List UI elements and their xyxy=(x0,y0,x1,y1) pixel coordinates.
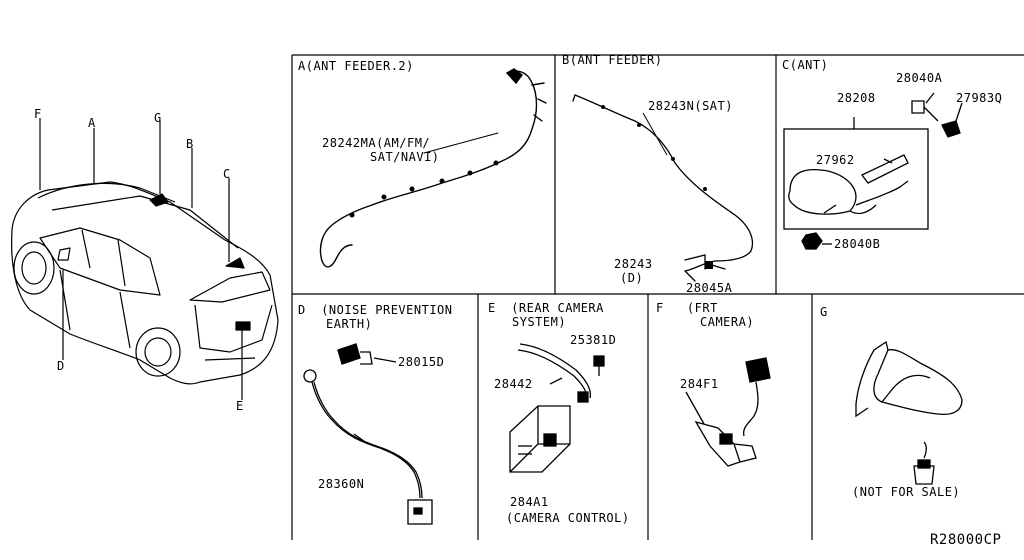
panel-c-title: C(ANT) xyxy=(782,58,829,72)
panel-e-title2: SYSTEM) xyxy=(512,315,567,329)
callout-A: A xyxy=(88,116,96,130)
callout-B: B xyxy=(186,137,194,151)
panel-b-art xyxy=(572,94,754,282)
part-28243N: 28243N(SAT) xyxy=(648,99,733,113)
part-27983Q: 27983Q xyxy=(956,91,1003,105)
panel-f-title2: CAMERA) xyxy=(700,315,755,329)
panel-f-art xyxy=(685,357,771,467)
panel-e-title: E (REAR CAMERA xyxy=(488,301,604,315)
part-28243: 28243 xyxy=(614,257,653,271)
panel-d-title2: EARTH) xyxy=(326,317,373,331)
panel-c-art xyxy=(783,92,963,250)
part-284F1: 284F1 xyxy=(680,377,719,391)
part-28242MA-line2: SAT/NAVI) xyxy=(370,150,440,164)
panel-f-title: F (FRT xyxy=(656,301,718,315)
not-for-sale-note: (NOT FOR SALE) xyxy=(852,485,961,499)
part-28040A: 28040A xyxy=(896,71,943,85)
part-28040B: 28040B xyxy=(834,237,881,251)
part-27962: 27962 xyxy=(816,153,855,167)
callout-D: D xyxy=(57,359,65,373)
part-28015D: 28015D xyxy=(398,355,445,369)
panel-g-title: G xyxy=(820,305,828,319)
panel-g-art xyxy=(855,340,963,485)
vehicle-illustration xyxy=(11,118,279,400)
callout-F: F xyxy=(34,107,42,121)
part-28208: 28208 xyxy=(837,91,876,105)
part-28242MA: 28242MA(AM/FM/ xyxy=(322,136,431,150)
part-28442: 28442 xyxy=(494,377,533,391)
diagram-code: R28000CP xyxy=(930,532,1002,548)
panel-d-title: D (NOISE PREVENTION xyxy=(298,303,453,317)
callout-E: E xyxy=(236,399,244,413)
callout-G: G xyxy=(154,111,162,125)
part-284A1: 284A1 xyxy=(510,495,549,509)
panel-d-art xyxy=(303,343,433,525)
panel-a-art xyxy=(319,68,547,268)
panel-a-title: A(ANT FEEDER.2) xyxy=(298,59,414,73)
part-25381D: 25381D xyxy=(570,333,617,347)
part-28243-note: (D) xyxy=(620,271,644,285)
callout-C: C xyxy=(223,167,231,181)
part-camera-control: (CAMERA CONTROL) xyxy=(506,511,630,525)
part-28360N: 28360N xyxy=(318,477,365,491)
part-28045A: 28045A xyxy=(686,281,733,295)
panel-e-art xyxy=(509,343,605,473)
panel-b-title: B(ANT FEEDER) xyxy=(562,53,663,67)
